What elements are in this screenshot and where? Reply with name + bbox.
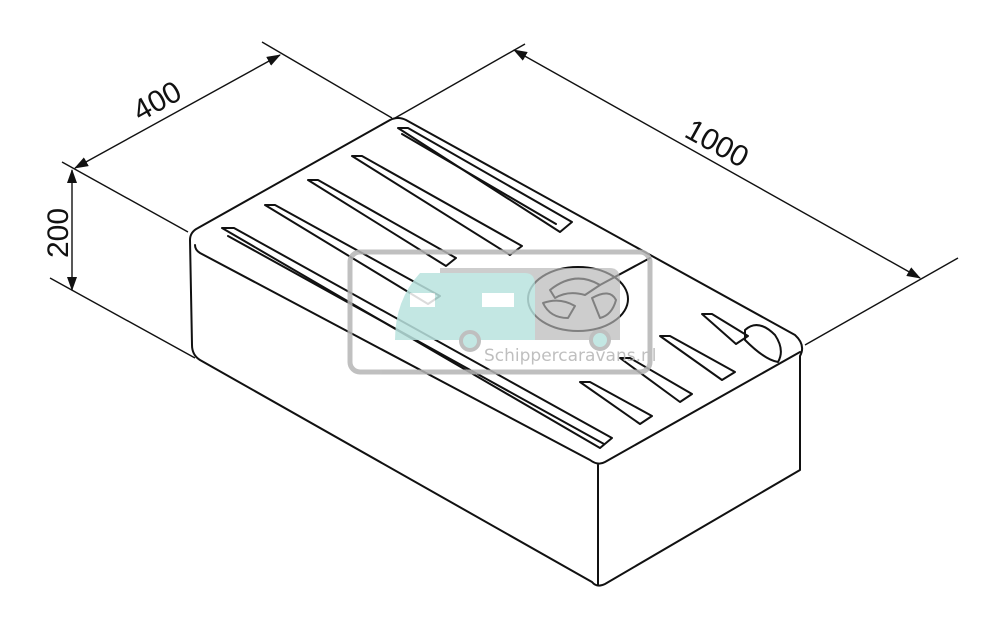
dimension-height: 200 — [42, 169, 196, 359]
dimension-height-label: 200 — [42, 208, 75, 258]
watermark-text: Schippercaravans.nl — [484, 346, 656, 366]
dimension-width: 400 — [61, 41, 393, 233]
watermark-logo: Schippercaravans.nl — [347, 249, 656, 375]
tank-spout — [744, 324, 782, 363]
dimension-width-label: 400 — [127, 75, 187, 128]
tank-body — [189, 117, 804, 587]
dimension-length-label: 1000 — [680, 113, 754, 174]
